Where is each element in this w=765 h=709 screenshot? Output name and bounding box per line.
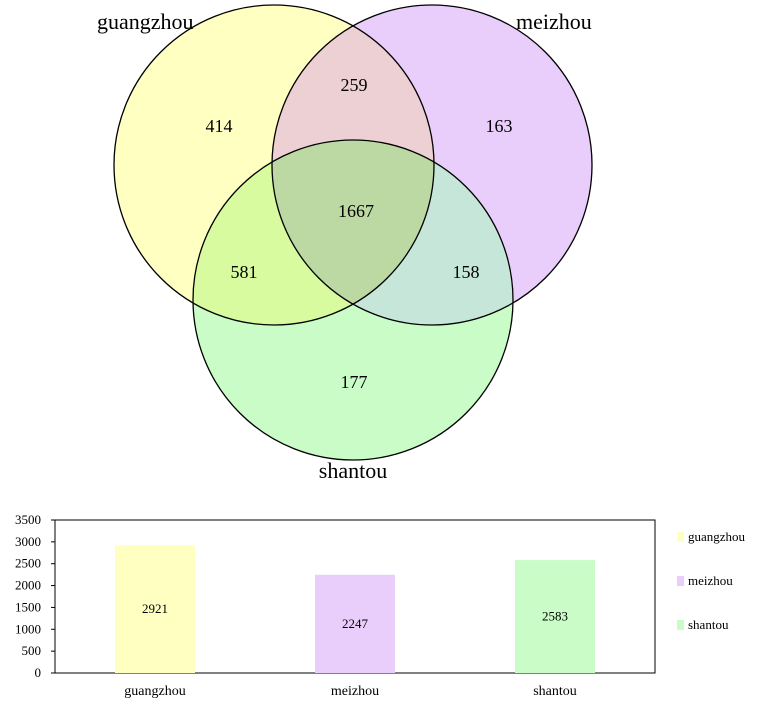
bar-shantou xyxy=(515,560,595,673)
venn-count-shantou-only: 177 xyxy=(341,372,368,392)
legend-swatch-shantou xyxy=(677,620,684,630)
venn-count-guangzhou-meizhou: 259 xyxy=(341,75,368,95)
venn-label-guangzhou: guangzhou xyxy=(97,9,194,34)
venn-diagram: guangzhou meizhou shantou 414 163 259 16… xyxy=(97,4,593,483)
legend-label-guangzhou: guangzhou xyxy=(688,529,746,544)
legend-swatch-guangzhou xyxy=(677,532,684,542)
bar-value-label: 2247 xyxy=(342,616,369,631)
venn-count-meizhou-only: 163 xyxy=(486,116,513,136)
bar-value-label: 2583 xyxy=(542,609,568,624)
legend: guangzhou meizhou shantou xyxy=(677,529,746,632)
bar-meizhou xyxy=(315,574,395,673)
y-tick-label: 500 xyxy=(22,643,42,658)
bar-guangzhou xyxy=(115,545,195,673)
x-category-label: guangzhou xyxy=(124,684,185,699)
venn-count-guangzhou-shantou: 581 xyxy=(231,262,258,282)
legend-label-shantou: shantou xyxy=(688,617,729,632)
venn-count-all-three: 1667 xyxy=(338,201,374,221)
y-tick-label: 2000 xyxy=(15,578,41,593)
legend-label-meizhou: meizhou xyxy=(688,573,733,588)
bar-chart: 0 500 1000 1500 2000 2500 3000 3500 2921 guangzh… xyxy=(15,512,746,699)
venn-outline-shantou xyxy=(192,139,514,461)
venn-label-meizhou: meizhou xyxy=(516,9,592,34)
y-axis: 0 500 1000 1500 2000 2500 3000 3500 xyxy=(15,512,656,680)
venn-count-meizhou-shantou: 158 xyxy=(453,262,480,282)
venn-outline-guangzhou xyxy=(113,4,435,326)
x-category-label: meizhou xyxy=(331,684,379,699)
venn-outline-meizhou xyxy=(271,4,593,326)
bar-series: 2921 guangzhou 2247 meizhou 2583 shantou xyxy=(115,545,595,699)
legend-swatch-meizhou xyxy=(677,576,684,586)
y-tick-label: 0 xyxy=(35,665,42,680)
y-tick-label: 2500 xyxy=(15,556,41,571)
y-tick-label: 3000 xyxy=(15,534,41,549)
venn-count-guangzhou-only: 414 xyxy=(206,116,233,136)
venn-label-shantou: shantou xyxy=(319,458,387,483)
bar-value-label: 2921 xyxy=(142,601,168,616)
x-category-label: shantou xyxy=(533,684,577,699)
y-tick-label: 1500 xyxy=(15,599,41,614)
y-tick-label: 3500 xyxy=(15,512,41,527)
y-tick-label: 1000 xyxy=(15,621,41,636)
